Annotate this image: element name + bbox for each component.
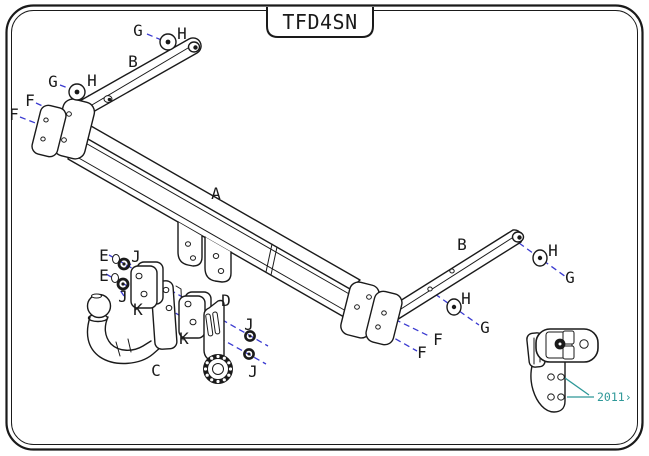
- part-label-B: B: [457, 235, 467, 254]
- part-label-K: K: [133, 300, 143, 319]
- swan-neck-towball: [86, 280, 184, 365]
- part-label-H: H: [548, 241, 558, 260]
- flange-nut: [116, 277, 130, 291]
- part-label-J: J: [244, 315, 254, 334]
- bushing-right: [517, 235, 522, 240]
- bushing-left: [193, 45, 198, 50]
- part-label-J: J: [248, 362, 258, 381]
- part-label-K: K: [179, 329, 189, 348]
- part-label-B: B: [128, 52, 138, 71]
- part-label-J: J: [131, 247, 141, 266]
- part-label-J: J: [118, 287, 128, 306]
- part-label-G: G: [48, 72, 58, 91]
- part-label-G: G: [480, 318, 490, 337]
- end-plates-right: [340, 281, 403, 346]
- part-label-F: F: [25, 91, 35, 110]
- model-code: TFD4SN: [282, 10, 357, 34]
- year-note: 2011›: [564, 377, 632, 404]
- crossbar: [67, 121, 361, 318]
- part-label-G: G: [565, 268, 575, 287]
- part-label-D: D: [221, 291, 231, 310]
- part-label-A: A: [211, 184, 221, 203]
- part-label-H: H: [87, 71, 97, 90]
- title-tab: TFD4SN: [266, 7, 374, 38]
- part-label-H: H: [177, 24, 187, 43]
- part-labels: G H B G H F F A B H G H G F F E E J J K …: [9, 21, 575, 381]
- end-plates-left: [31, 98, 96, 160]
- towball-mounting-tabs: [177, 221, 232, 283]
- spacer-block-k1: [130, 261, 164, 309]
- part-label-H: H: [461, 289, 471, 308]
- flange-nut: [117, 257, 131, 271]
- nuts: [111, 254, 256, 360]
- washers: [68, 33, 548, 316]
- vehicle-bracket: [526, 328, 599, 413]
- part-label-E: E: [99, 266, 109, 285]
- part-label-G: G: [133, 21, 143, 40]
- part-label-F: F: [9, 105, 19, 124]
- flange-nut: [243, 348, 255, 360]
- side-arm-right: [383, 229, 525, 324]
- crossbar-seam: [265, 243, 278, 276]
- part-label-C: C: [151, 361, 161, 380]
- part-label-F: F: [417, 343, 427, 362]
- part-label-E: E: [99, 246, 109, 265]
- part-label-F: F: [433, 330, 443, 349]
- socket-plate: [203, 299, 233, 384]
- flange-nut: [244, 330, 256, 342]
- year-note-text: 2011›: [597, 390, 632, 404]
- socket-ring: [203, 354, 233, 384]
